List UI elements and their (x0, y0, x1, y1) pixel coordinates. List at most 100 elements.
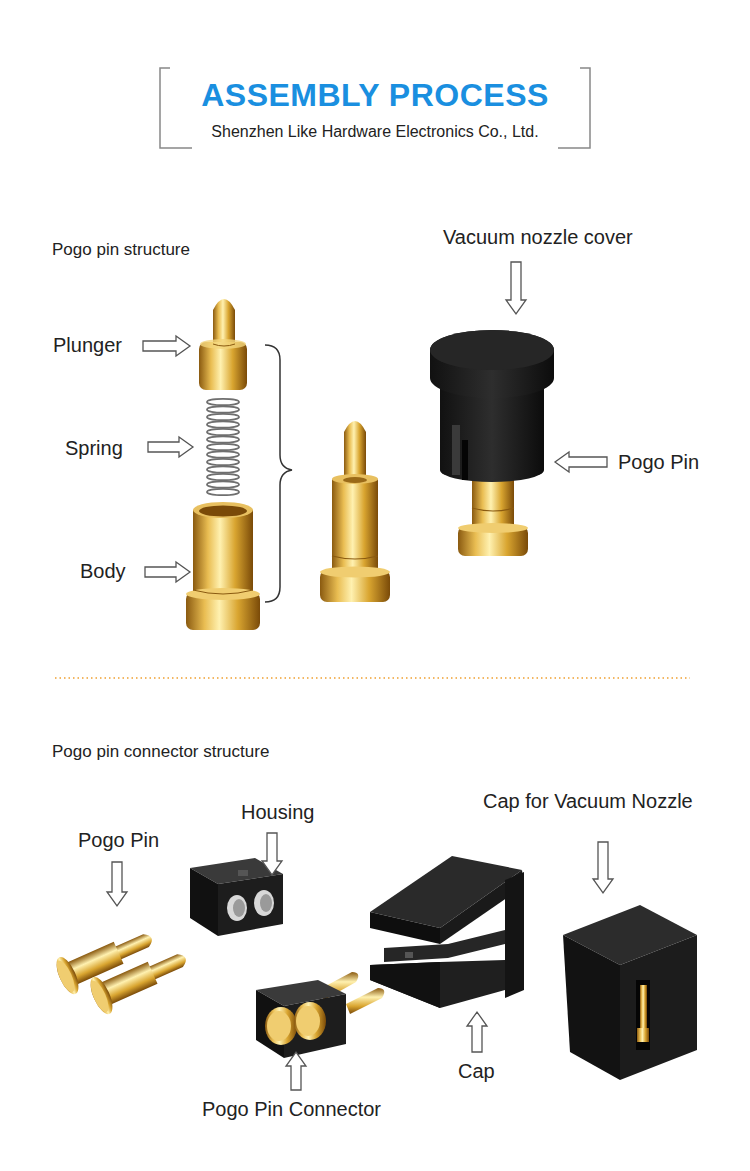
spring-part-shape (207, 444, 239, 450)
spring-part-shape (207, 459, 239, 465)
cap-part-shape (370, 962, 440, 1008)
cap-part-shape (505, 872, 524, 998)
spring-part-shape (207, 406, 239, 412)
pointer-arrow-shape (143, 336, 190, 356)
cap-part-shape (370, 912, 440, 944)
housing-block-shape (260, 894, 272, 912)
assembled-pogo-pin (320, 421, 390, 602)
spring-part-shape (207, 481, 239, 487)
title-frame (160, 68, 590, 148)
assembled-pogo-pin-shape (332, 474, 378, 484)
vacuum-nozzle-cover-shape (462, 440, 468, 480)
body-part-shape (193, 590, 253, 594)
spring-part-shape (207, 489, 239, 495)
grouping-bracket (265, 345, 292, 602)
pointer-arrow-shape (145, 562, 190, 582)
pointer-arrow-shape (593, 842, 613, 893)
page-title: ASSEMBLY PROCESS (201, 77, 549, 114)
spring-part-shape (207, 451, 239, 457)
plunger-part (199, 299, 247, 390)
spring-part-shape (207, 466, 239, 472)
vacuum-nozzle-cover-shape (430, 330, 554, 398)
plunger-part-shape (200, 339, 246, 349)
part-label: Vacuum nozzle cover (443, 226, 633, 249)
capped-connector (563, 905, 697, 1080)
loose-pogo-pin-shape (52, 954, 83, 997)
pogo-pin-connector (256, 972, 384, 1058)
body-part-shape (186, 588, 260, 600)
body-part-shape (199, 506, 247, 517)
pogo-pin-connector-shape (267, 1011, 291, 1041)
pogo-pin-connector-shape (294, 1002, 326, 1040)
loose-pogo-pin (86, 940, 194, 1017)
housing-block-shape (238, 870, 248, 876)
vacuum-nozzle-cover-shape (430, 330, 554, 370)
body-part (186, 502, 260, 630)
capped-connector-shape (620, 935, 697, 1080)
loose-pogo-pin-shape (86, 974, 117, 1017)
assembled-pogo-pin-shape (332, 556, 378, 559)
spring-part-shape (207, 421, 239, 427)
pogo-pin-connector-shape (346, 988, 384, 1014)
part-label: Cap for Vacuum Nozzle (483, 790, 693, 813)
pointer-arrow-shape (467, 1012, 487, 1052)
part-label: Spring (65, 437, 123, 460)
loose-pogo-pin-shape (53, 958, 78, 994)
cap-part (370, 856, 524, 1008)
company-name: Shenzhen Like Hardware Electronics Co., … (211, 123, 538, 141)
body-part-shape (193, 510, 253, 600)
pointer-arrow-shape (506, 262, 526, 314)
assembled-pogo-pin-shape (343, 477, 367, 483)
pointer-arrow-shape (555, 452, 607, 472)
housing-block-shape (227, 895, 247, 921)
assembled-pogo-pin-shape (332, 478, 378, 578)
pointer-arrow-shape (107, 862, 127, 906)
vacuum-nozzle-cover-shape (472, 508, 514, 511)
capped-connector-shape (637, 1028, 649, 1042)
cap-part-shape (384, 930, 505, 962)
capped-connector-shape (636, 980, 650, 1050)
capped-connector-shape (563, 935, 620, 1080)
housing-block-shape (190, 868, 218, 936)
loose-pogo-pin-shape (87, 978, 112, 1014)
part-label: Plunger (53, 334, 122, 357)
part-label: Pogo Pin Connector (202, 1098, 381, 1121)
part-label: Pogo Pin (78, 829, 159, 852)
plunger-part-shape (213, 344, 235, 346)
vacuum-nozzle-cover (430, 330, 554, 556)
assembled-pogo-pin-shape (320, 567, 390, 578)
section-heading: Pogo pin connector structure (52, 742, 269, 762)
spring-part-shape (207, 429, 239, 435)
cap-part-shape (370, 960, 505, 1008)
spring-part (207, 399, 239, 495)
plunger-part-shape (199, 342, 247, 390)
title-frame-shape (558, 68, 590, 148)
pointer-arrow-shape (286, 1052, 306, 1090)
cap-part-shape (405, 952, 413, 958)
pointer-arrow-shape (262, 833, 282, 875)
body-part-shape (193, 502, 253, 518)
part-label: Cap (458, 1060, 495, 1083)
pogo-pin-connector-shape (265, 1007, 297, 1045)
spring-part-shape (207, 474, 239, 480)
vacuum-nozzle-cover-shape (458, 523, 528, 533)
section-divider (55, 677, 690, 679)
housing-block-shape (218, 874, 283, 936)
pointer-arrow (107, 262, 613, 1090)
section-heading: Pogo pin structure (52, 240, 190, 260)
part-label: Body (80, 560, 126, 583)
housing-block-shape (233, 899, 245, 917)
part-label: Housing (241, 801, 314, 824)
title-frame-shape (160, 68, 192, 148)
pogo-pin-connector-shape (296, 1006, 320, 1036)
spring-part-shape (207, 414, 239, 420)
vacuum-nozzle-cover-shape (452, 425, 460, 475)
part-label: Pogo Pin (618, 451, 699, 474)
spring-part-shape (207, 436, 239, 442)
spring-part-shape (207, 399, 239, 405)
pointer-arrow-shape (148, 437, 193, 457)
housing-block-shape (254, 890, 274, 916)
